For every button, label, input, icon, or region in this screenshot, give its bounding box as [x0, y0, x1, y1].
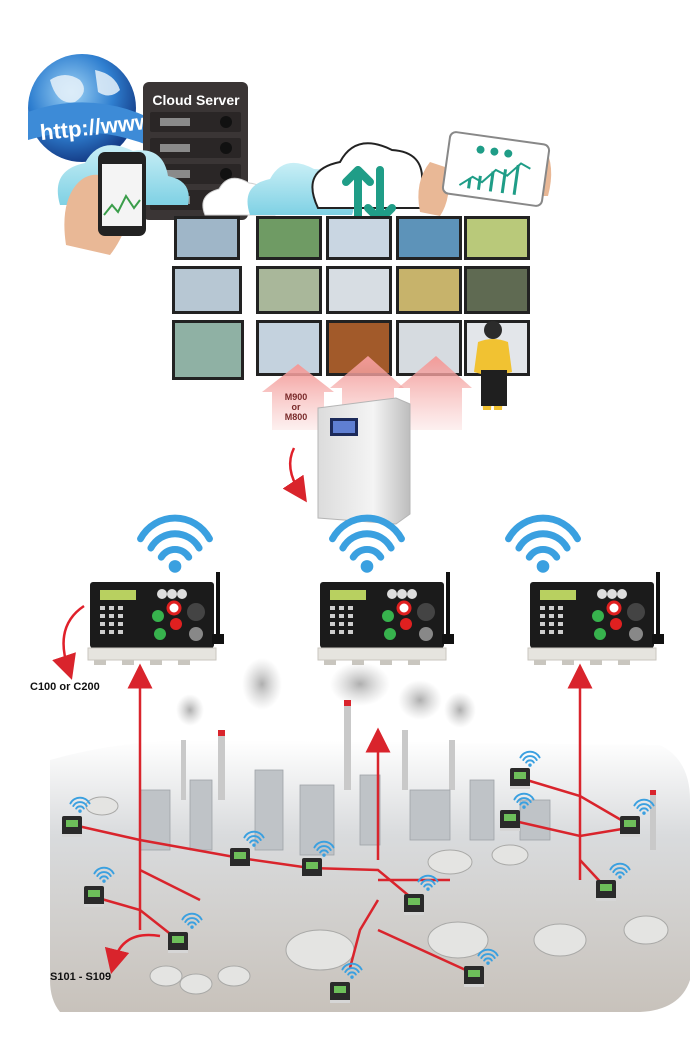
sensor-node: [330, 982, 350, 1003]
sensor-node: [596, 880, 616, 901]
sensor-node: [620, 816, 640, 837]
tablet-icon: [418, 131, 552, 216]
smoke-plume: [176, 658, 476, 728]
sensor-node: [510, 768, 530, 789]
sensor-node: [404, 894, 424, 915]
controller-unit-left: [86, 570, 226, 667]
wifi-icon: [509, 518, 578, 572]
wifi-icon: [141, 518, 210, 572]
sensor-node: [62, 816, 82, 837]
sensor-node: [464, 966, 484, 987]
signal-paths: [77, 663, 629, 974]
operator-figure: [474, 321, 512, 410]
sensor-model-label: S101 - S109: [50, 971, 111, 983]
globe-icon: [28, 54, 150, 162]
controller-unit-center: [316, 570, 456, 667]
video-wall: [172, 216, 530, 380]
cloud-server-label: Cloud Server: [152, 92, 240, 108]
storage-tanks: [85, 796, 669, 995]
gateway-model-label-1: M900: [285, 392, 308, 402]
gateway-enclosure: [282, 397, 411, 525]
controller-callout-arrow: [52, 604, 85, 680]
gateway-model-label-2: or: [292, 402, 301, 412]
controller-unit-right: [526, 570, 666, 667]
sensor-node: [168, 932, 188, 953]
cloud-sync-icon: [311, 142, 438, 224]
wifi-icon: [333, 518, 402, 572]
plant-section: S101 - S109: [50, 658, 690, 1012]
monitoring-section: http://www Cloud Server: [28, 54, 552, 525]
sensor-node: [230, 848, 250, 869]
sensor-node: [84, 886, 104, 907]
controllers-section: C100 or C200: [30, 518, 666, 693]
sensor-callout-arrow: [104, 933, 161, 975]
sensor-node: [500, 810, 520, 831]
gateway-model-label-3: M800: [285, 412, 308, 422]
smartphone-icon: [64, 152, 146, 255]
chimney-stacks: [181, 700, 656, 850]
controller-model-label: C100 or C200: [30, 681, 100, 693]
sensor-node: [302, 858, 322, 879]
